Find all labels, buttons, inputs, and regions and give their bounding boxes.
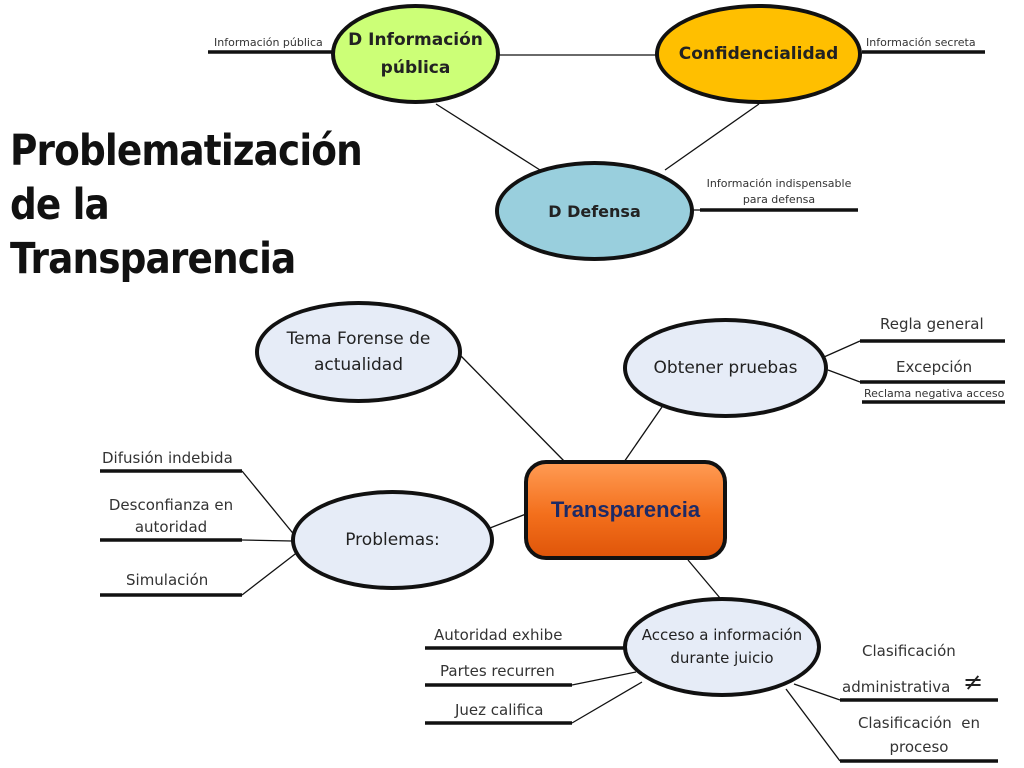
label-informacion-indispensable-line-1: Información indispensable [706,177,852,190]
label-clasificacion-proceso: Clasificación en proceso [840,711,998,759]
label-autoridad-exhibe: Autoridad exhibe [434,626,563,644]
node-acceso-line-2: durante juicio [670,649,774,667]
label-informacion-indispensable-line-2: para defensa [742,193,816,206]
label-simulacion: Simulación [126,571,209,589]
node-transparencia-label: Transparencia [550,497,701,522]
title-line-1: Problematización [10,126,363,176]
label-difusion-indebida: Difusión indebida [102,449,233,467]
branch-acceso-juez [571,681,643,724]
connector-center-acceso [687,559,721,599]
node-transparencia-center: Transparencia [524,460,727,560]
branch-acceso-partes [571,671,637,686]
label-clasificacion-proceso-line-1: Clasificación en [857,714,981,732]
node-problemas: Problemas: [291,490,494,590]
node-obtener-pruebas-label: Obtener pruebas [653,358,798,378]
not-equal-symbol: ≠ [963,668,984,696]
branch-acceso-admin [793,683,841,701]
node-acceso-informacion: Acceso a información durante juicio [623,597,821,697]
page-title: Problematización de la Transparencia [10,124,363,286]
node-confidencialidad-label: Confidencialidad [678,44,839,64]
node-d-defensa-label: D Defensa [548,201,641,221]
label-regla-general: Regla general [880,315,984,333]
connector-dinfo-defensa [435,103,541,171]
node-problemas-label: Problemas: [345,530,440,550]
label-juez-califica: Juez califica [455,701,544,719]
branch-problemas-simulacion [241,550,300,596]
node-d-informacion-line-1: D Información [348,30,483,50]
label-clasificacion-proceso-line-2: proceso [889,738,949,756]
connector-center-obtener [623,406,663,463]
node-d-defensa: D Defensa [495,161,694,261]
label-desconfianza-line-2: autoridad [134,518,208,536]
label-clasificacion-administrativa-1: Clasificación [862,642,956,660]
branch-acceso-proceso [785,688,841,762]
label-informacion-secreta: Información secreta [866,36,976,49]
node-tema-forense: Tema Forense de actualidad [255,301,462,403]
branch-problemas-desconfianza [241,539,293,542]
label-informacion-indispensable: Información indispensable para defensa [700,176,858,208]
label-partes-recurren: Partes recurren [440,662,555,680]
connector-center-tema [460,355,566,463]
branch-obtener-excepcion [827,369,861,383]
title-line-3: Transparencia [10,234,296,284]
connector-confid-defensa [664,103,760,171]
branch-obtener-regla [823,340,861,358]
node-obtener-pruebas: Obtener pruebas [623,318,828,418]
node-tema-forense-line-2: actualidad [313,355,404,375]
label-desconfianza: Desconfianza en autoridad [100,494,242,538]
label-excepcion: Excepción [896,358,973,376]
title-line-2: de la [10,180,110,230]
label-desconfianza-line-1: Desconfianza en [108,496,234,514]
node-d-informacion-line-2: pública [380,58,451,78]
connector-center-problemas [489,513,527,529]
node-acceso-line-1: Acceso a información [641,626,803,644]
label-clasificacion-administrativa-2: administrativa [842,678,951,696]
node-tema-forense-line-1: Tema Forense de [286,329,431,349]
label-reclama-negativa: Reclama negativa acceso [864,387,1005,400]
node-confidencialidad: Confidencialidad [655,4,862,104]
node-d-informacion-publica: D Información pública [331,4,500,104]
label-informacion-publica: Información pública [214,36,323,49]
branch-problemas-difusion [241,470,297,538]
